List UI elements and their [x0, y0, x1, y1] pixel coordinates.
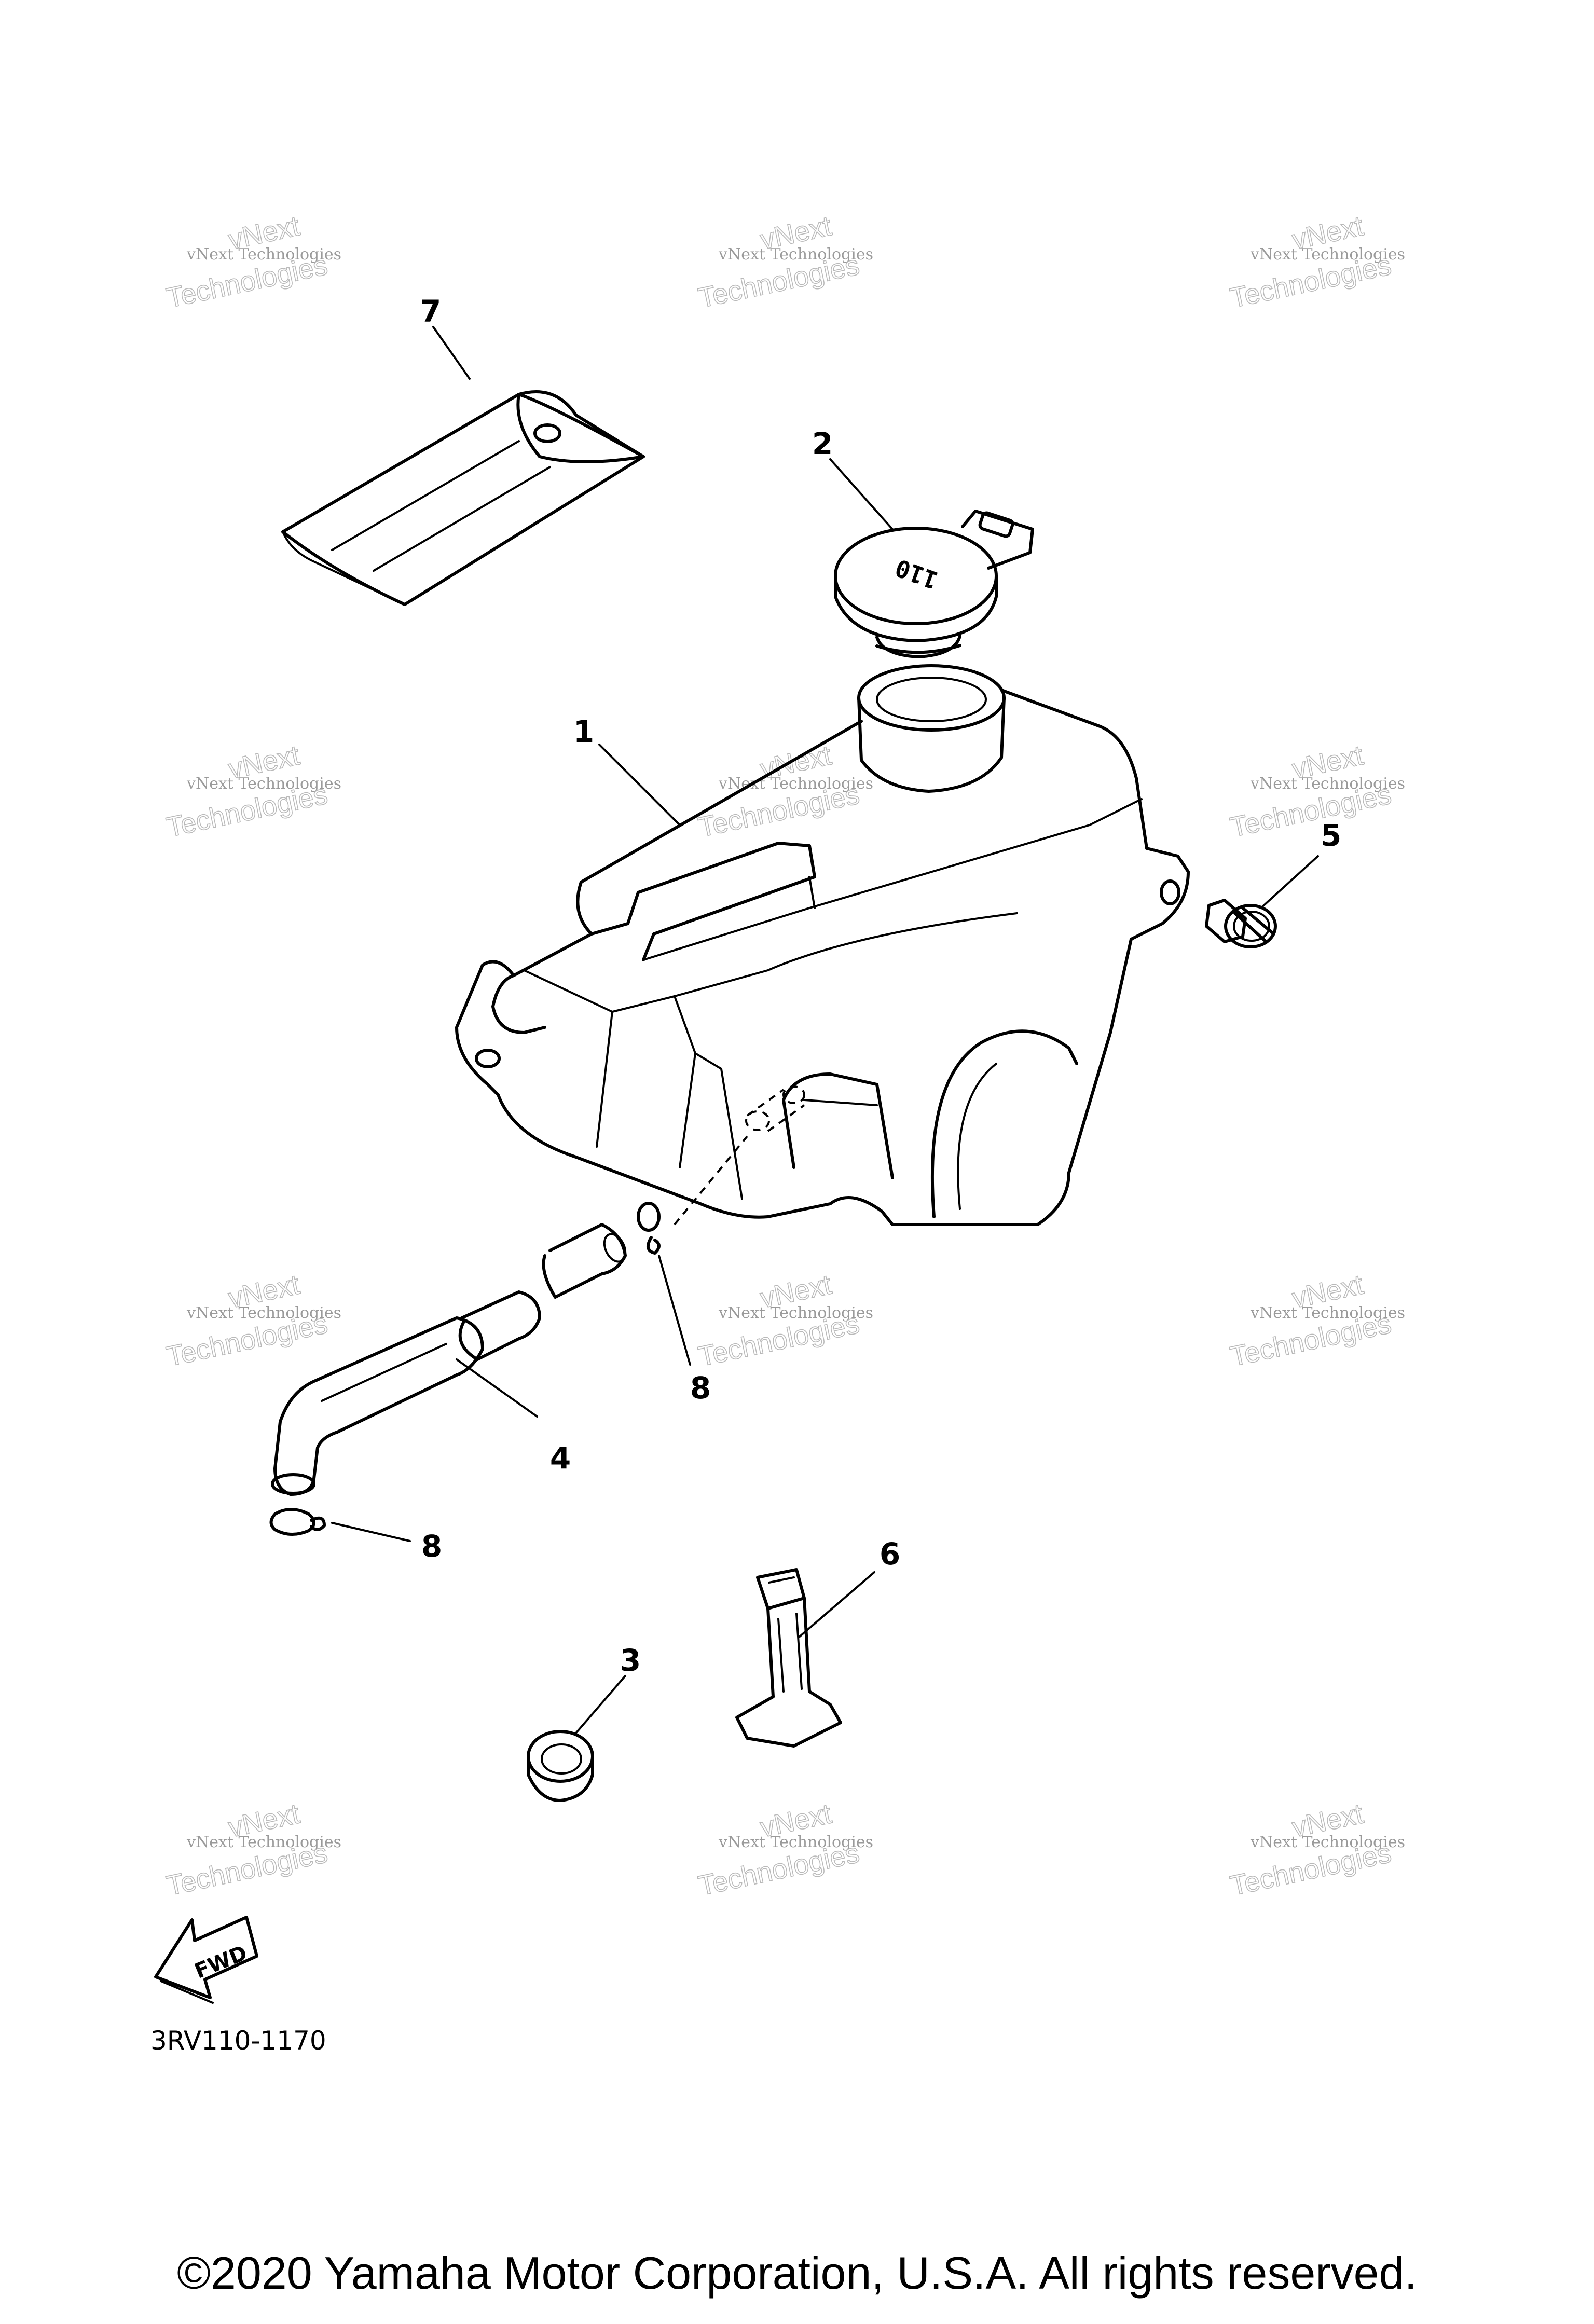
- callout-3: 3: [620, 1643, 641, 1678]
- watermark-line1: vNext Technologies: [186, 245, 341, 264]
- callout-6: 6: [880, 1536, 900, 1572]
- clip-part-8-lower: [269, 1508, 326, 1536]
- hose-part-4: [271, 1223, 627, 1496]
- cap-marking: 110: [891, 554, 942, 595]
- callout-1: 1: [573, 714, 594, 749]
- clip-part-8-upper: [637, 1202, 661, 1255]
- fwd-label: FWD: [191, 1941, 251, 1984]
- callout-numbers: 7 2 1 5 8 4 8 6 3: [420, 294, 1341, 1678]
- watermark-line1: vNext Technologies: [718, 1833, 873, 1851]
- oil-tank-part-1: [455, 664, 1190, 1226]
- grommet-part-3: [527, 1730, 594, 1802]
- leader-lines: [331, 326, 1319, 1734]
- watermark-line1: vNext Technologies: [186, 1833, 341, 1851]
- watermark-line1: vNext Technologies: [718, 245, 873, 264]
- part-code: 3RV110-1170: [150, 2026, 326, 2056]
- watermark-line1: vNext Technologies: [186, 1304, 341, 1322]
- strap-part-6: [735, 1568, 842, 1748]
- watermark-line1: vNext Technologies: [186, 775, 341, 793]
- callout-2: 2: [812, 426, 833, 461]
- copyright-notice: ©2020 Yamaha Motor Corporation, U.S.A. A…: [177, 2247, 1417, 2299]
- callout-8-lower: 8: [421, 1529, 442, 1564]
- callout-5: 5: [1321, 818, 1341, 853]
- watermark-line1: vNext Technologies: [1250, 245, 1405, 264]
- watermark-line1: vNext Technologies: [1250, 775, 1405, 793]
- fwd-arrow-icon: FWD: [154, 1916, 258, 2004]
- tool-bag-part-7: [281, 390, 645, 606]
- tank-cap-part-2: 110: [834, 510, 1034, 658]
- watermark-line1: vNext Technologies: [1250, 1833, 1405, 1851]
- callout-7: 7: [420, 294, 441, 329]
- watermark-line1: vNext Technologies: [718, 1304, 873, 1322]
- callout-4: 4: [550, 1440, 571, 1476]
- bolt-part-5: [1205, 899, 1277, 948]
- watermark-line1: vNext Technologies: [1250, 1304, 1405, 1322]
- callout-8-upper: 8: [690, 1370, 711, 1406]
